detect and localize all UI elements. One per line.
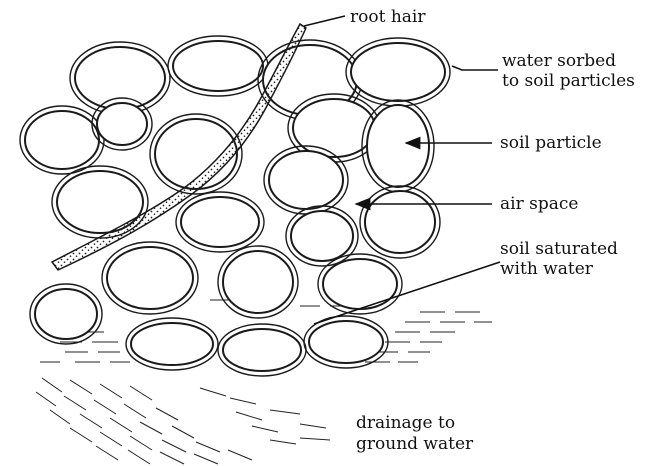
- root-hair-leader: [304, 16, 345, 26]
- label-root-hair: root hair: [350, 7, 426, 27]
- label-water-sorbed-line1: water sorbed: [502, 51, 616, 71]
- drainage-dashes: [36, 378, 330, 464]
- label-saturated-line1: soil saturated: [500, 239, 618, 259]
- label-drainage-line1: drainage to: [356, 413, 455, 433]
- soil-particles: [20, 36, 450, 376]
- label-drainage-line2: ground water: [356, 434, 474, 454]
- water-sorbed-leader: [452, 66, 498, 70]
- label-water-sorbed-line2: to soil particles: [502, 71, 635, 91]
- label-air-space: air space: [500, 194, 578, 214]
- label-soil-particle: soil particle: [500, 133, 602, 153]
- label-saturated-line2: with water: [500, 259, 594, 279]
